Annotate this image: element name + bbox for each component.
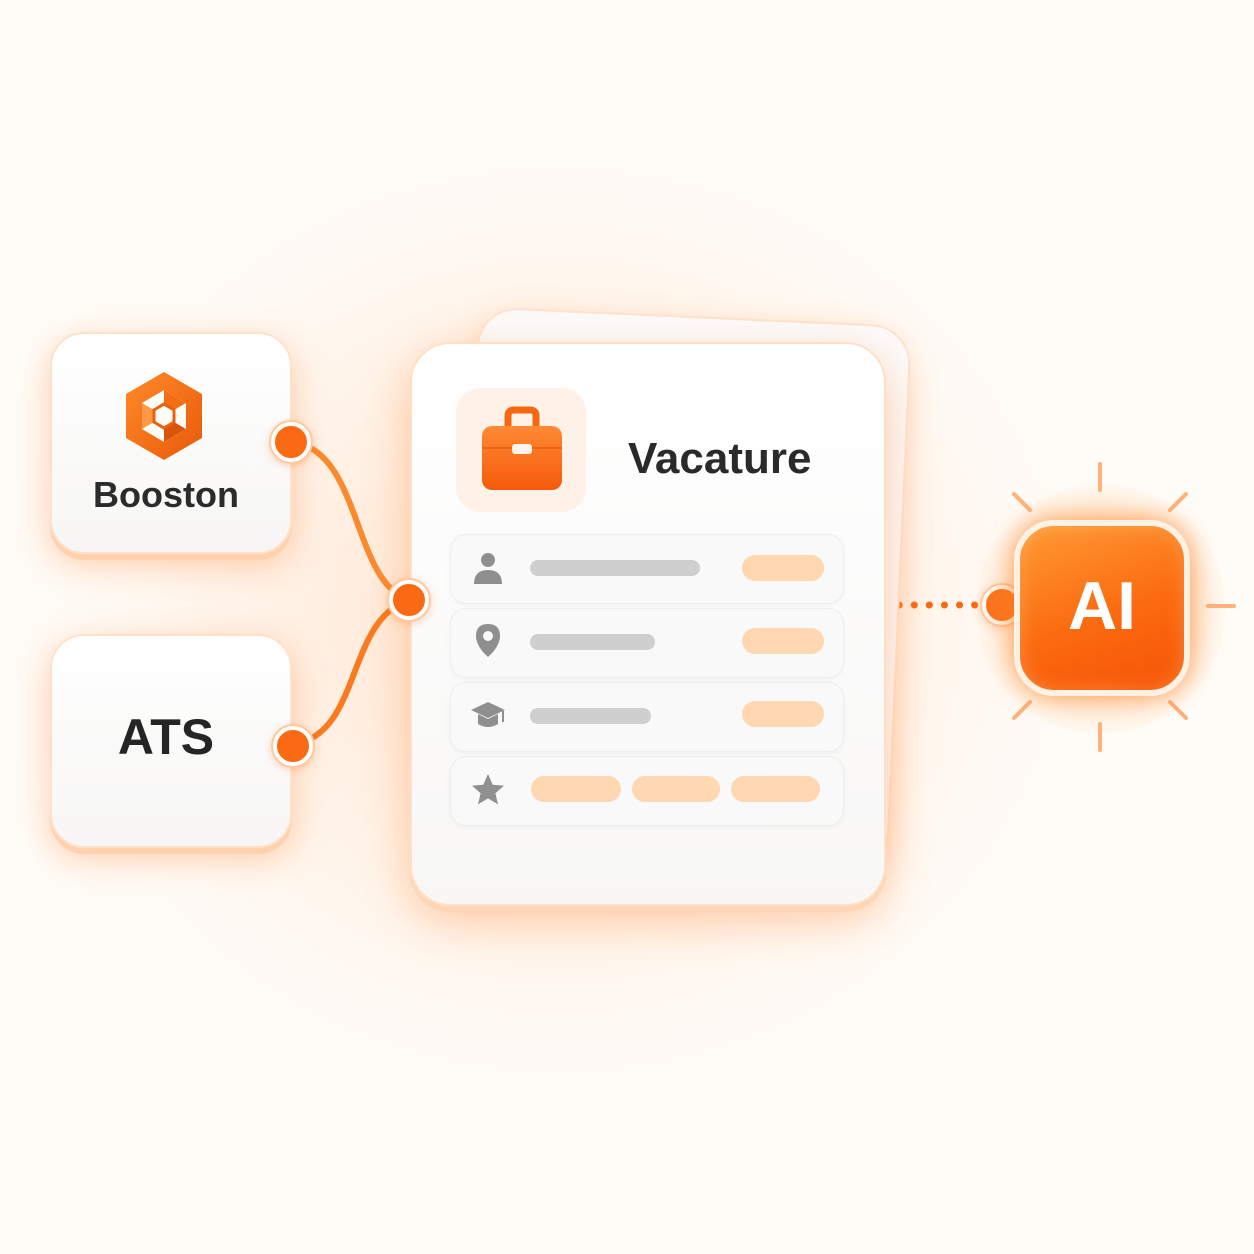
person-icon <box>474 553 502 584</box>
skill-pill <box>632 776 720 802</box>
booston-label: Booston <box>93 474 239 515</box>
ai-tile[interactable] <box>1014 520 1190 696</box>
skill-pill <box>731 776 820 802</box>
vacancy-input-node[interactable] <box>389 580 429 620</box>
location-pin-icon <box>476 624 500 657</box>
ats-output-node[interactable] <box>273 726 313 766</box>
skill-pill <box>531 776 621 802</box>
placeholder-pill <box>742 701 824 727</box>
booston-output-node[interactable] <box>271 422 311 462</box>
star-icon <box>472 774 504 805</box>
vacancy-title: Vacature <box>628 434 812 483</box>
booston-hexagon-logo-icon <box>126 372 202 460</box>
graduation-cap-icon <box>471 702 505 727</box>
briefcase-icon <box>482 406 562 490</box>
booston-connector <box>289 439 413 603</box>
ats-label: ATS <box>117 709 215 765</box>
placeholder-bar <box>530 560 700 576</box>
ats-connector <box>291 597 413 747</box>
booston-source-card[interactable] <box>50 332 292 554</box>
placeholder-pill <box>742 555 824 581</box>
ai-label: AI <box>1068 568 1136 644</box>
placeholder-bar <box>530 634 655 650</box>
placeholder-bar <box>530 708 651 724</box>
placeholder-pill <box>742 628 824 654</box>
